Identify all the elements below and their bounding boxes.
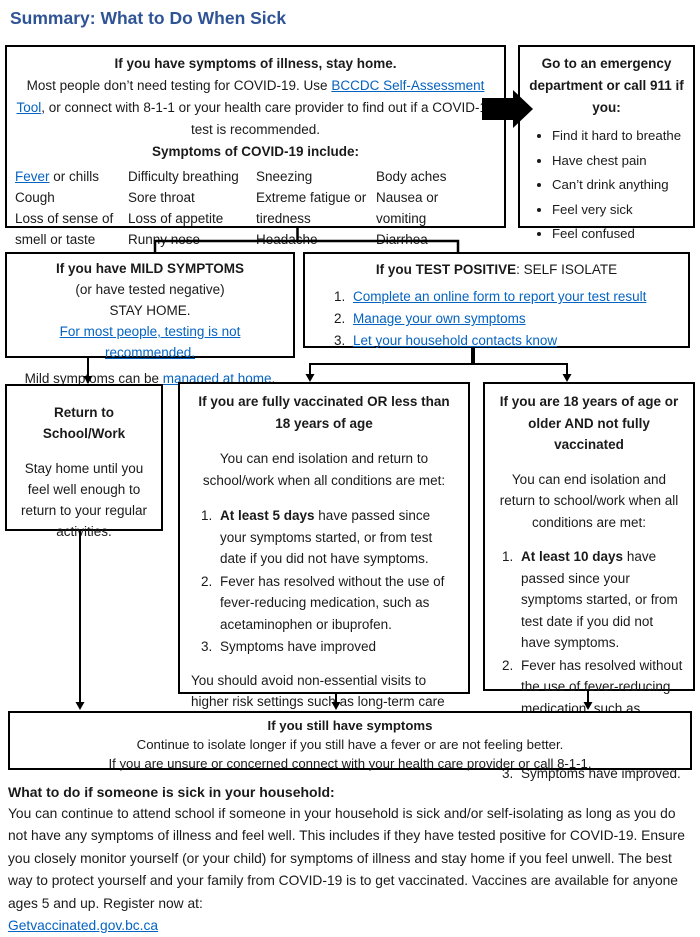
emergency-bullet: Can’t drink anything [552,177,685,193]
getvaccinated-link[interactable]: Getvaccinated.gov.bc.ca [8,918,159,934]
mild-heading: If you have MILD SYMPTOMS [55,261,245,276]
household-heading: What to do if someone is sick in your ho… [8,784,335,800]
symptoms-column-2: Difficulty breathing Sore throat Loss of… [128,166,256,250]
symptom-item: Headache [256,232,318,247]
emergency-box: Go to an emergency department or call 91… [518,45,695,241]
symptoms-column-1: Fever or chills Cough Loss of sense of s… [15,166,128,250]
test-positive-heading: If you TEST POSITIVE: SELF ISOLATE [315,259,678,281]
test-positive-heading-bold: If you TEST POSITIVE [375,262,517,277]
mild-line-stay-home: STAY HOME. [109,303,191,318]
return-body: Stay home until you feel well enough to … [20,461,148,539]
down-arrowhead-icon [75,702,85,710]
report-test-result-link[interactable]: Complete an online form to report your t… [353,289,647,304]
household-section: What to do if someone is sick in your ho… [8,781,696,937]
still-symptoms-line3: If you are unsure or concerned connect w… [108,756,592,771]
stay-home-heading: If you have symptoms of illness, stay ho… [114,56,397,71]
page-title: Summary: What to Do When Sick [10,8,287,28]
still-symptoms-line2: Continue to isolate longer if you still … [136,737,564,752]
emergency-bullet: Feel confused [552,226,685,242]
test-positive-step: Manage your own symptoms [349,308,678,330]
vaccinated-intro: You can end isolation and return to scho… [202,451,446,488]
symptom-item: Fever or chills [15,166,128,187]
symptoms-column-4: Body aches Nausea or vomiting Diarrhea [376,166,471,250]
manage-symptoms-link[interactable]: Manage your own symptoms [353,311,526,326]
vaccinated-condition-bold: At least 5 days [220,508,315,523]
still-symptoms-heading: If you still have symptoms [267,718,433,733]
test-positive-steps: Complete an online form to report your t… [315,286,678,352]
intro-text-before: Most people don’t need testing for COVID… [26,78,332,93]
test-positive-step: Complete an online form to report your t… [349,286,678,308]
symptom-item: Sneezing [256,169,313,184]
down-arrowhead-icon [305,374,315,382]
symptom-item: Diarrhea [376,232,428,247]
unvaccinated-condition-rest: have passed since your symptoms started,… [521,549,678,650]
household-body: You can continue to attend school if som… [8,806,685,911]
bccdc-self-assessment-link[interactable]: BCCDC Self-Assessment Tool [16,78,485,115]
return-box: Return to School/Work Stay home until yo… [5,384,163,539]
test-positive-step: Let your household contacts know [349,330,678,352]
test-positive-box: If you TEST POSITIVE: SELF ISOLATE Compl… [303,252,690,348]
vaccinated-conditions: At least 5 days have passed since your s… [191,505,457,658]
symptoms-column-3: Sneezing Extreme fatigue or tiredness He… [256,166,376,250]
symptoms-columns: Fever or chills Cough Loss of sense of s… [15,166,496,250]
down-arrowhead-icon [562,374,572,382]
testing-not-recommended-line: For most people, testing is not recommen… [13,321,287,363]
emergency-bullet-list: Find it hard to breathe Have chest pain … [528,128,685,242]
household-contacts-link[interactable]: Let your household contacts know [353,333,558,348]
symptom-item: Nausea or vomiting [376,190,439,226]
unvaccinated-heading: If you are 18 years of age or older AND … [499,394,679,452]
symptom-item: Loss of appetite [128,211,224,226]
symptom-item: Extreme fatigue or tiredness [256,190,367,226]
unvaccinated-condition-bold: At least 10 days [521,549,624,564]
emergency-bullet: Feel very sick [552,202,685,218]
fever-link[interactable]: Fever [15,169,50,184]
symptom-item: Sore throat [128,190,195,205]
mild-symptoms-box: If you have MILD SYMPTOMS (or have teste… [5,252,295,386]
emergency-bullet: Have chest pain [552,153,685,169]
unvaccinated-box: If you are 18 years of age or older AND … [483,382,695,781]
mild-line-negative: (or have tested negative) [75,282,225,297]
unvaccinated-condition: At least 10 days have passed since your … [517,546,685,654]
symptom-item: Body aches [376,169,447,184]
flowchart-page: Summary: What to Do When Sick If you hav… [0,0,700,906]
return-heading: Return to School/Work [42,405,126,441]
managed-text-after: . [271,371,276,386]
emergency-heading: Go to an emergency department or call 91… [529,56,684,115]
symptom-item: Runny nose [128,232,201,247]
testing-intro: Most people don’t need testing for COVID… [15,75,496,141]
stay-home-box: If you have symptoms of illness, stay ho… [5,45,506,247]
intro-text-after: , or connect with 8-1-1 or your health c… [41,100,495,137]
unvaccinated-intro: You can end isolation and return to scho… [499,471,679,530]
vaccinated-heading: If you are fully vaccinated OR less than… [198,394,450,431]
fever-rest: or chills [49,169,100,184]
symptom-item: Loss of sense of smell or taste [15,211,114,247]
vaccinated-condition: Symptoms have improved [216,636,457,658]
emergency-bullet: Find it hard to breathe [552,128,685,144]
still-symptoms-box: If you still have symptoms Continue to i… [8,711,692,771]
symptoms-list-heading: Symptoms of COVID-19 include: [151,144,360,159]
vaccinated-box: If you are fully vaccinated OR less than… [178,382,470,752]
symptom-item: Difficulty breathing [128,169,239,184]
vaccinated-condition: At least 5 days have passed since your s… [216,505,457,570]
symptom-item: Cough [15,190,55,205]
vaccinated-condition: Fever has resolved without the use of fe… [216,571,457,636]
testing-not-recommended-link[interactable]: For most people, testing is not recommen… [59,324,241,360]
vaccinated-condition-rest: have passed since your symptoms started,… [220,508,433,566]
test-positive-heading-rest: : SELF ISOLATE [516,262,618,277]
